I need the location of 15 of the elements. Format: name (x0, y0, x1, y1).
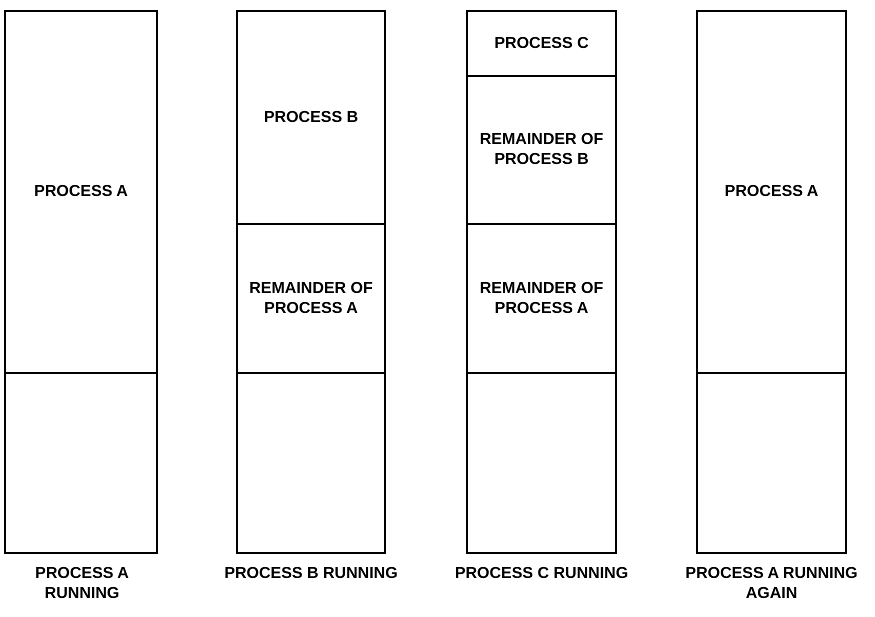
memory-region: PROCESS C (468, 12, 615, 75)
column-caption: PROCESS A RUNNING (34, 564, 130, 604)
memory-region: PROCESS A (698, 12, 845, 372)
memory-column (466, 10, 617, 554)
memory-region: PROCESS A (6, 12, 156, 372)
column-caption: PROCESS A RUNNING AGAIN (684, 564, 859, 604)
memory-column (4, 10, 158, 554)
column-caption: PROCESS B RUNNING (223, 564, 399, 584)
memory-region: REMAINDER OF PROCESS B (468, 75, 615, 223)
column-caption: PROCESS C RUNNING (454, 564, 630, 584)
memory-region: REMAINDER OF PROCESS A (468, 223, 615, 372)
memory-column (696, 10, 847, 554)
memory-region: PROCESS B (238, 12, 384, 223)
memory-region: REMAINDER OF PROCESS A (238, 223, 384, 372)
memory-column (236, 10, 386, 554)
